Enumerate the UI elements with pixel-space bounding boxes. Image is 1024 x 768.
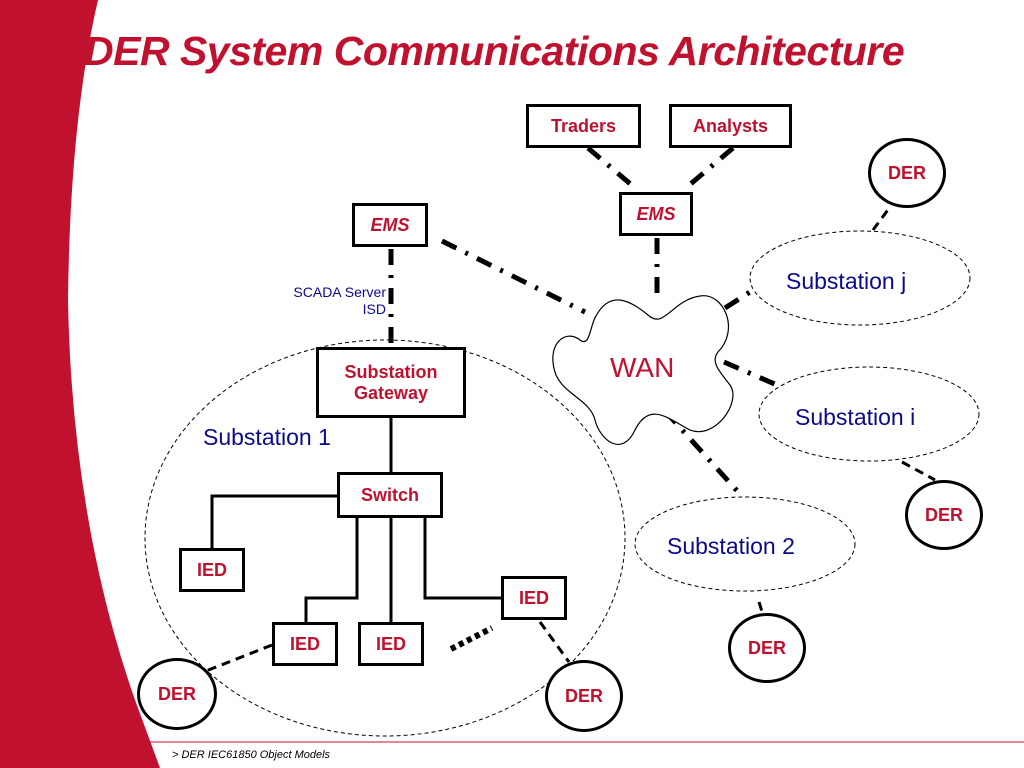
more-ieds-ellipsis — [449, 625, 494, 652]
scada-server-label: SCADA Server ISD — [250, 284, 386, 318]
switch-label: Switch — [360, 484, 419, 505]
link-substation-j-der — [871, 206, 892, 231]
substation-j-boundary — [749, 230, 971, 326]
wan-cloud — [552, 295, 734, 445]
gateway-line-1: Substation — [344, 361, 438, 382]
der-bottom-mid: DER — [545, 660, 623, 732]
analysts-label: Analysts — [692, 115, 769, 136]
link-ied-der-bottom-mid — [538, 621, 571, 663]
ied-bottom-1-box: IED — [272, 622, 338, 666]
substation-2-boundary — [634, 496, 856, 592]
link-switch-ied-right — [423, 517, 502, 600]
substation-gateway-box: Substation Gateway — [316, 347, 466, 418]
link-wan-substation-j — [723, 289, 752, 311]
link-ems-left-wan — [440, 238, 587, 315]
substation-1-boundary — [144, 339, 626, 737]
ied-right-box: IED — [501, 576, 567, 620]
ems-left-label: EMS — [370, 214, 410, 235]
substation-i-boundary — [758, 366, 980, 462]
slide-title: DER System Communications Architecture — [84, 28, 905, 74]
der-bottom-left: DER — [137, 658, 217, 730]
ied-left-box: IED — [179, 548, 245, 592]
der-substation-2: DER — [728, 613, 806, 683]
der-right: DER — [905, 480, 983, 550]
der-bottom-left-label: DER — [157, 683, 196, 704]
footer-text: > DER IEC61850 Object Models — [172, 749, 331, 761]
ied-bottom-1-label: IED — [289, 633, 320, 654]
scada-line-2: ISD — [362, 301, 386, 317]
ied-bottom-2-label: IED — [375, 633, 406, 654]
substation-j-label: Substation j — [786, 268, 907, 294]
der-top-right-label: DER — [887, 162, 926, 183]
traders-box: Traders — [526, 104, 641, 148]
substation-1-label: Substation 1 — [203, 424, 331, 450]
link-wan-substation-2 — [663, 409, 742, 496]
substation-2-label: Substation 2 — [667, 533, 795, 559]
link-switch-ied-left — [210, 494, 338, 548]
ied-left-label: IED — [196, 559, 227, 580]
link-switch-ied-bottom-1 — [304, 517, 359, 622]
der-top-right: DER — [868, 138, 946, 208]
der-right-label: DER — [924, 504, 963, 525]
link-analysts-ems — [685, 146, 735, 189]
gateway-line-2: Gateway — [353, 382, 429, 403]
ems-top-label: EMS — [636, 203, 676, 224]
red-side-band — [0, 0, 160, 768]
link-traders-ems — [586, 146, 636, 189]
link-wan-substation-i — [723, 359, 778, 388]
wan-label: WAN — [610, 352, 675, 383]
switch-box: Switch — [337, 472, 443, 518]
ems-top-box: EMS — [619, 192, 693, 236]
der-substation-2-label: DER — [747, 637, 786, 658]
ied-right-label: IED — [518, 587, 549, 608]
link-ied-der-bottom-left — [205, 643, 273, 673]
ied-bottom-2-box: IED — [358, 622, 424, 666]
scada-line-1: SCADA Server — [293, 284, 386, 300]
analysts-box: Analysts — [669, 104, 792, 148]
traders-label: Traders — [550, 115, 617, 136]
der-bottom-mid-label: DER — [564, 685, 603, 706]
link-substation-2-der — [757, 601, 765, 616]
link-substation-i-der — [901, 460, 936, 482]
substation-i-label: Substation i — [795, 404, 916, 430]
ems-left-box: EMS — [352, 203, 428, 247]
